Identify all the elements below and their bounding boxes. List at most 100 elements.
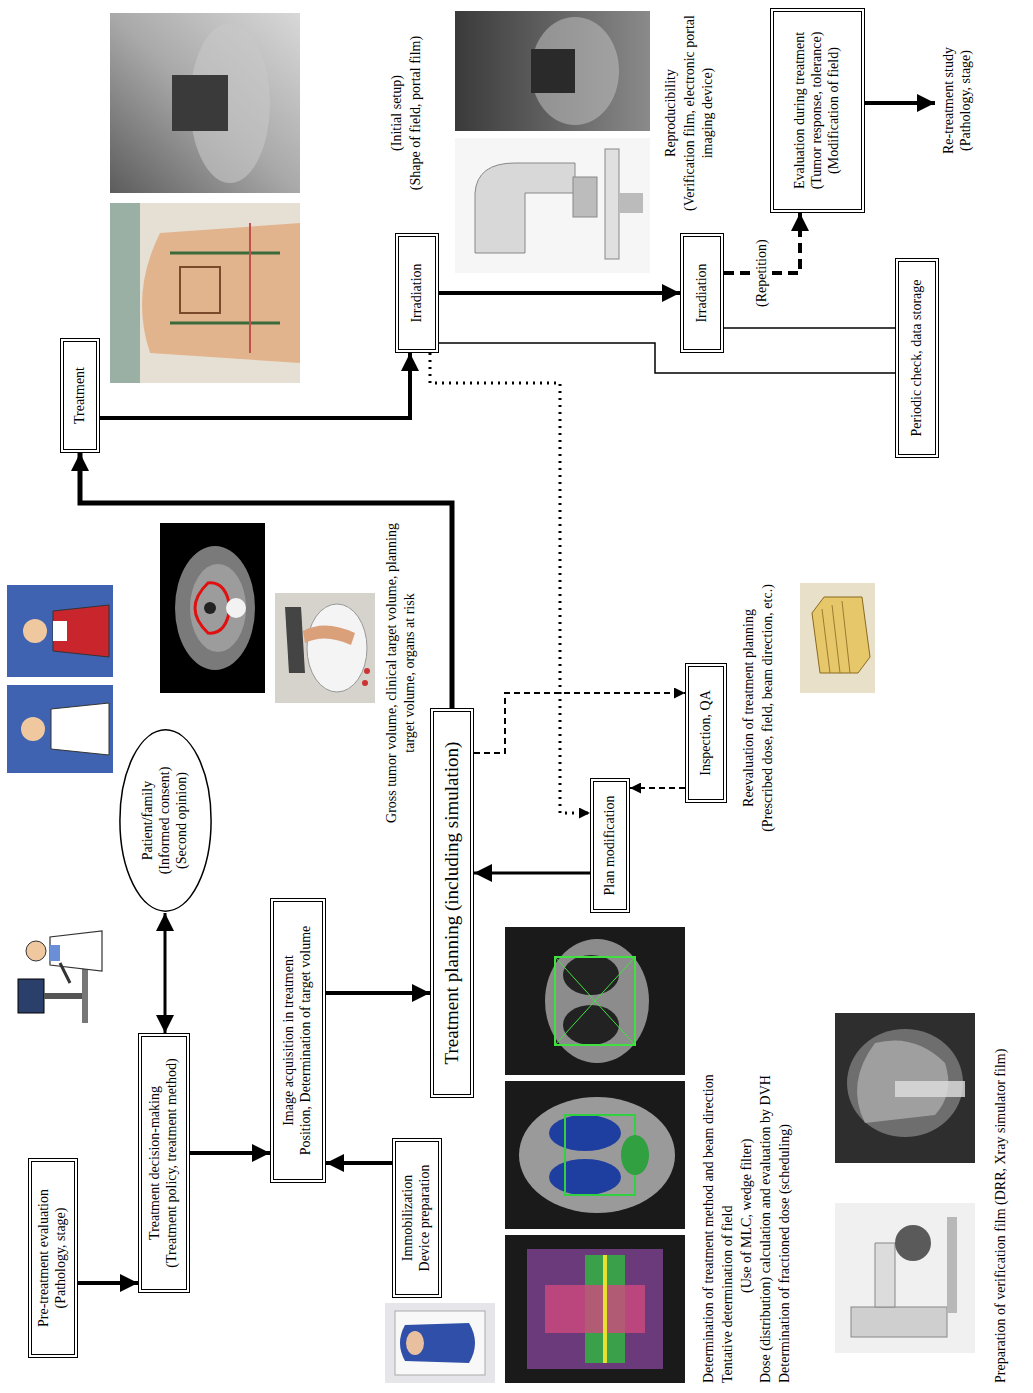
process-box: Evaluation during treatment(Tumor respon…: [770, 8, 865, 213]
planning-coronal-screenshot: [519, 1097, 675, 1213]
doctor-computer-figure: [82, 963, 88, 1023]
doctor-patient-figure: [53, 605, 109, 657]
patient-setup-photo: [142, 223, 300, 363]
planning-coronal-screenshot: [621, 1135, 649, 1175]
verification-film-image: [531, 17, 619, 125]
planning-axial-screenshot: [505, 927, 685, 1075]
drr-image: [835, 1013, 975, 1163]
doctor-computer-figure: [18, 931, 102, 1023]
node-title: Treatment: [72, 367, 89, 424]
flow-arrow: [439, 291, 680, 295]
node-title: Treatment planning (including simulation…: [441, 742, 464, 1065]
xray-simulator-photo: [895, 1225, 931, 1261]
consent-ellipse: Patient/family(Informed consent)(Second …: [118, 728, 213, 913]
patient-setup-photo: [170, 253, 280, 323]
doctor-patient-figure: [7, 685, 113, 773]
linac-photo: [455, 138, 650, 273]
flow-arrow: [474, 872, 590, 875]
patient-setup-photo: [110, 203, 140, 383]
flow-arrow: [190, 1151, 270, 1155]
xray-simulator-photo: [835, 1203, 975, 1353]
verification-film-image: [455, 11, 650, 131]
xray-simulator-photo: [947, 1217, 957, 1313]
portal-film-image: [110, 13, 300, 193]
qa-phantom-photo: [822, 601, 850, 673]
node-detail: Position, Determination of target volume: [298, 926, 315, 1156]
planning-axial-screenshot: [545, 939, 649, 1063]
ct-image: [175, 546, 255, 670]
flow-arrow: [78, 1281, 138, 1285]
dashed-arrow: [630, 787, 685, 789]
annotation-label: (Prescribed dose, field, beam direction,…: [759, 543, 777, 873]
process-box: Image acquisition in treatmentPosition, …: [270, 898, 326, 1183]
node-title: Inspection, QA: [698, 690, 715, 776]
ct-image: [204, 602, 216, 614]
ellipse-outline: [120, 730, 211, 911]
immobilization-mask-photo: [275, 593, 375, 703]
doctor-computer-figure: [26, 941, 46, 961]
annotation-label: Gross tumor volume, clinical target volu…: [383, 523, 419, 823]
xray-simulator-photo: [875, 1243, 895, 1307]
annotation-label: Reproducibility: [662, 8, 680, 218]
node-title: Irradiation: [409, 263, 426, 322]
planning-3d-screenshot: [545, 1285, 645, 1333]
planning-coronal-screenshot: [549, 1159, 621, 1195]
linac-photo: [455, 138, 650, 273]
node-title: Treatment decision-making: [147, 1086, 164, 1240]
flow-arrow: [326, 1161, 392, 1165]
annotation-label: (Shape of field, portal film): [407, 8, 425, 218]
immobilization-mask-photo: [364, 668, 370, 674]
immobilization-mask-photo: [275, 593, 375, 703]
xray-simulator-photo: [851, 1307, 947, 1337]
thin-line: [724, 327, 895, 329]
drr-image: [835, 1013, 975, 1163]
ct-image: [226, 598, 246, 618]
device-preparation-photo: [395, 1311, 485, 1375]
text-node: Re-treatment study(Pathology, stage): [935, 8, 981, 193]
process-box: Treatment decision-making(Treatment poli…: [138, 1033, 190, 1293]
ct-image: [160, 523, 265, 693]
annotation-label: Preparation of verification film (DRR, X…: [992, 923, 1010, 1383]
node-detail: (Pathology, stage): [958, 50, 975, 151]
device-preparation-photo: [400, 1323, 475, 1363]
node-detail: Device preparation: [417, 1165, 434, 1272]
doctor-patient-figure: [7, 585, 113, 677]
node-detail: (Modification of field): [826, 47, 843, 174]
device-preparation-photo: [385, 1303, 495, 1383]
node-title: Image acquisition in treatment: [281, 955, 298, 1126]
planning-axial-screenshot: [505, 927, 685, 1075]
node-title: Periodic check, data storage: [909, 279, 926, 436]
planning-axial-screenshot: [563, 1005, 619, 1045]
doctor-patient-figure: [51, 703, 109, 755]
qa-phantom-photo: [800, 583, 875, 693]
process-box: Inspection, QA: [685, 663, 727, 803]
patient-setup-photo: [180, 267, 220, 313]
process-box: Treatment planning (including simulation…: [430, 708, 474, 1098]
immobilization-mask-photo: [285, 607, 305, 673]
qa-phantom-photo: [812, 597, 870, 673]
linac-photo: [605, 149, 619, 259]
flow-arrow: [100, 353, 410, 418]
ct-image: [190, 564, 246, 652]
patient-setup-photo: [110, 203, 300, 383]
planning-coronal-screenshot: [505, 1081, 685, 1229]
verification-film-image: [455, 11, 650, 131]
linac-photo: [573, 177, 597, 217]
device-preparation-photo: [385, 1303, 495, 1383]
node-detail: (Tumor response, tolerance): [809, 32, 826, 190]
annotation-label: Reevaluation of treatment planning: [740, 543, 758, 873]
flow-arrow: [865, 101, 935, 105]
doctor-patient-figure: [21, 717, 45, 741]
process-box: Irradiation: [680, 233, 724, 353]
doctor-computer-figure: [50, 931, 102, 971]
patient-setup-photo: [249, 223, 251, 353]
node-detail: (Informed consent): [157, 767, 174, 875]
node-title: Immobilization: [400, 1175, 417, 1261]
planning-3d-screenshot: [603, 1255, 607, 1363]
node-detail: (Treatment policy, treatment method): [164, 1058, 181, 1267]
immobilization-mask-photo: [362, 680, 368, 686]
xray-simulator-photo: [835, 1203, 975, 1353]
double-arrow: [164, 913, 167, 1033]
doctor-patient-figure: [7, 585, 113, 773]
planning-coronal-screenshot: [505, 1081, 685, 1229]
